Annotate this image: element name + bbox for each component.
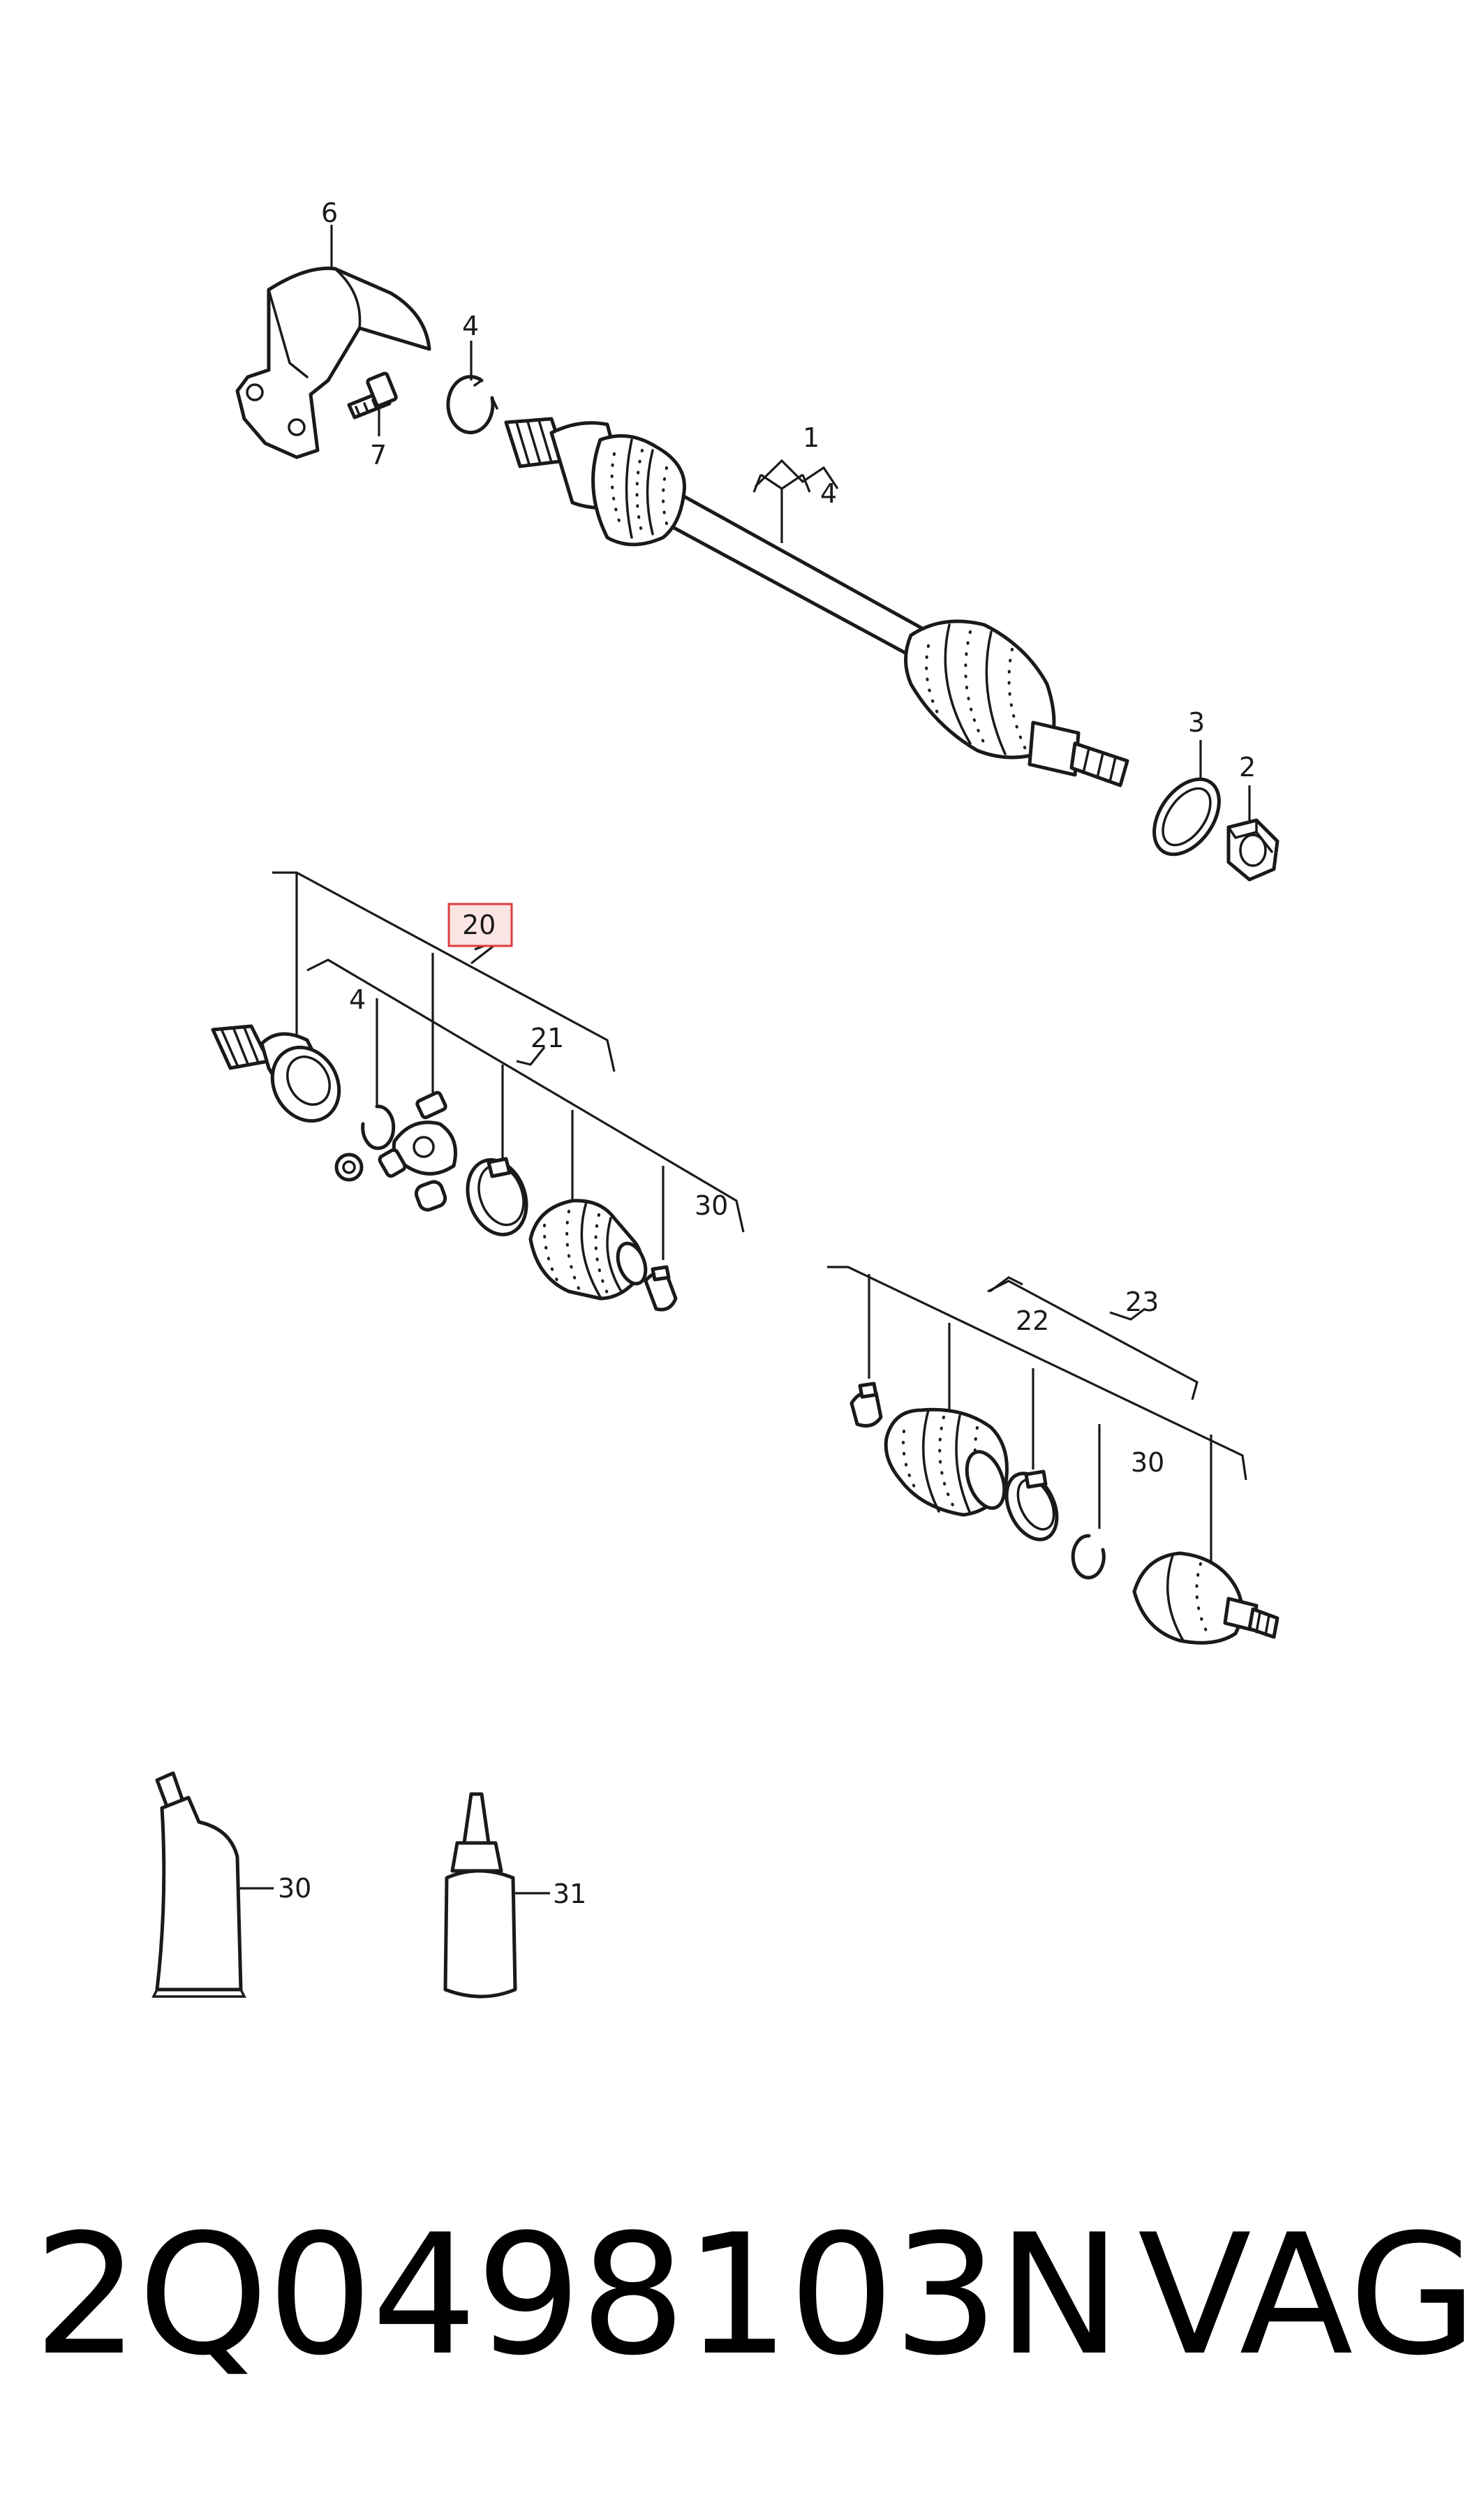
joint-boot-part-2	[884, 1407, 1009, 1517]
callout-23: 23	[1125, 1287, 1159, 1317]
callout-31-bottle: 31	[553, 1879, 586, 1909]
callout-labels: 6 4 7 1 4 3 2 20 4 21 30 22 23 30 30 31	[278, 198, 1256, 1909]
callout-30-tube: 30	[278, 1873, 311, 1904]
callout-21: 21	[530, 1023, 564, 1053]
brand-name: VAG	[1138, 2199, 1478, 2392]
grease-tube-part	[151, 1771, 274, 1998]
boot-clamp-large-part-2	[1004, 1469, 1059, 1541]
callout-30-right: 30	[1131, 1447, 1164, 1478]
callout-4-mid: 4	[349, 984, 366, 1015]
callout-4-shaft: 4	[820, 478, 837, 509]
inner-cv-joint-part	[211, 1024, 341, 1123]
callout-20-highlight	[447, 903, 513, 947]
part-number: 2Q0498103N	[34, 2199, 1122, 2392]
circlip-part-3	[1071, 1534, 1106, 1580]
bracket-lines-left	[272, 871, 745, 1260]
seal-ring-part	[1152, 777, 1221, 857]
boot-clamp-small-part-2	[849, 1382, 883, 1428]
callout-6: 6	[321, 198, 338, 228]
circlip-part	[446, 375, 498, 435]
heat-shield-part	[235, 266, 431, 459]
boot-clamp-small-part	[644, 1265, 678, 1312]
joint-boot-part	[528, 1199, 648, 1301]
tripod-spider-part	[334, 1090, 457, 1212]
bolt-part	[347, 371, 398, 420]
outer-cv-joint-part	[1132, 1551, 1279, 1645]
callout-20[interactable]: 20	[462, 910, 496, 940]
drive-shaft-part	[504, 417, 1129, 787]
sealant-bottle-part	[443, 1792, 550, 1999]
callout-7: 7	[370, 440, 387, 471]
callout-22: 22	[1016, 1305, 1049, 1336]
bracket-lines-right	[827, 1266, 1247, 1567]
hex-nut-part	[1226, 818, 1279, 882]
circlip-part-2	[361, 1104, 396, 1150]
leader-lines-top	[330, 225, 1251, 824]
boot-clamp-large-part	[466, 1157, 528, 1236]
callout-4-top: 4	[462, 311, 479, 341]
callout-2: 2	[1239, 752, 1256, 783]
callout-3: 3	[1188, 707, 1205, 738]
callout-30-mid: 30	[695, 1190, 728, 1221]
callout-1: 1	[803, 422, 819, 453]
